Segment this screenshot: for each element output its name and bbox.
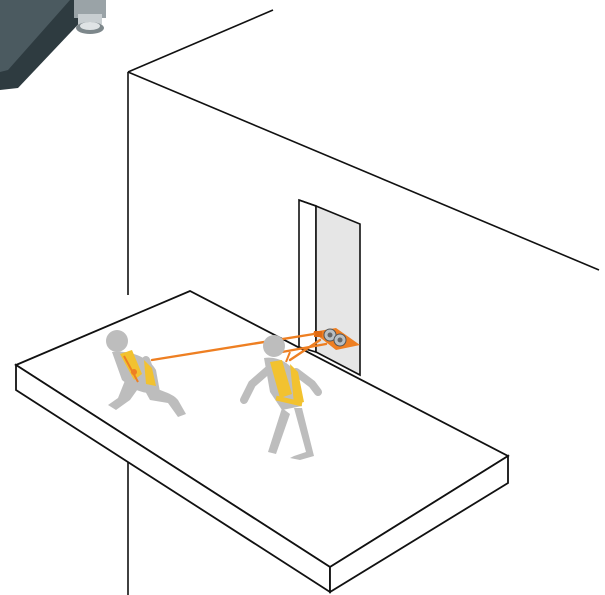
platform-slab (16, 291, 508, 592)
ceiling-anchor-icon (0, 0, 106, 90)
